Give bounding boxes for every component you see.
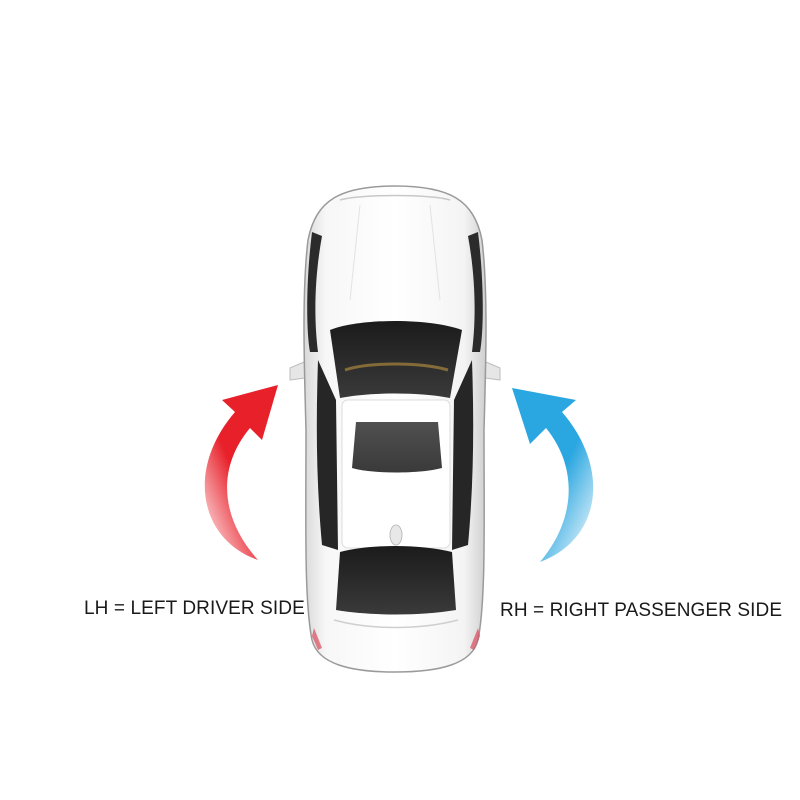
left-side-label: LH = LEFT DRIVER SIDE	[84, 598, 305, 619]
left-arrow-icon	[204, 385, 278, 560]
car-top-view	[289, 185, 501, 673]
right-arrow-icon	[512, 388, 594, 562]
right-side-label: RH = RIGHT PASSENGER SIDE	[500, 600, 783, 621]
